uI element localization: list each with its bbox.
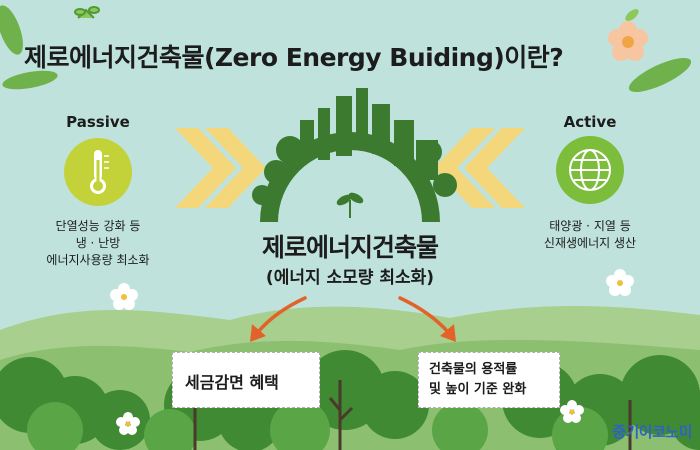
green-city-illustration bbox=[255, 85, 450, 225]
passive-desc-line: 냉 · 난방 bbox=[75, 236, 121, 250]
active-label: Active bbox=[563, 113, 617, 131]
benefit-zoning-line: 건축물의 용적률 bbox=[429, 362, 518, 377]
chevron-right-icon bbox=[175, 128, 267, 208]
watermark-logo: 중기이코노미 bbox=[612, 423, 692, 441]
arrow-down-right-icon bbox=[396, 296, 458, 344]
center-title: 제로에너지건축물 bbox=[261, 233, 439, 262]
benefit-tax-text: 세금감면 혜택 bbox=[185, 373, 279, 392]
active-desc-line: 태양광 · 지열 등 bbox=[549, 219, 631, 233]
arrow-down-left-icon bbox=[248, 296, 308, 344]
passive-desc-line: 단열성능 강화 등 bbox=[55, 219, 141, 233]
passive-description: 단열성능 강화 등 냉 · 난방 에너지사용량 최소화 bbox=[18, 218, 178, 269]
globe-icon bbox=[556, 136, 624, 204]
benefit-box-tax: 세금감면 혜택 bbox=[172, 352, 320, 408]
benefit-zoning-line: 및 높이 기준 완화 bbox=[429, 382, 527, 397]
passive-label: Passive bbox=[66, 113, 130, 131]
active-description: 태양광 · 지열 등 신재생에너지 생산 bbox=[510, 218, 670, 252]
thermometer-icon bbox=[64, 138, 132, 206]
benefit-box-zoning: 건축물의 용적률 및 높이 기준 완화 bbox=[418, 352, 560, 408]
passive-desc-line: 에너지사용량 최소화 bbox=[46, 253, 150, 267]
active-desc-line: 신재생에너지 생산 bbox=[543, 236, 637, 250]
center-subtitle: (에너지 소모량 최소화) bbox=[265, 268, 435, 288]
page-title: 제로에너지건축물(Zero Energy Buiding)이란? bbox=[24, 43, 564, 72]
